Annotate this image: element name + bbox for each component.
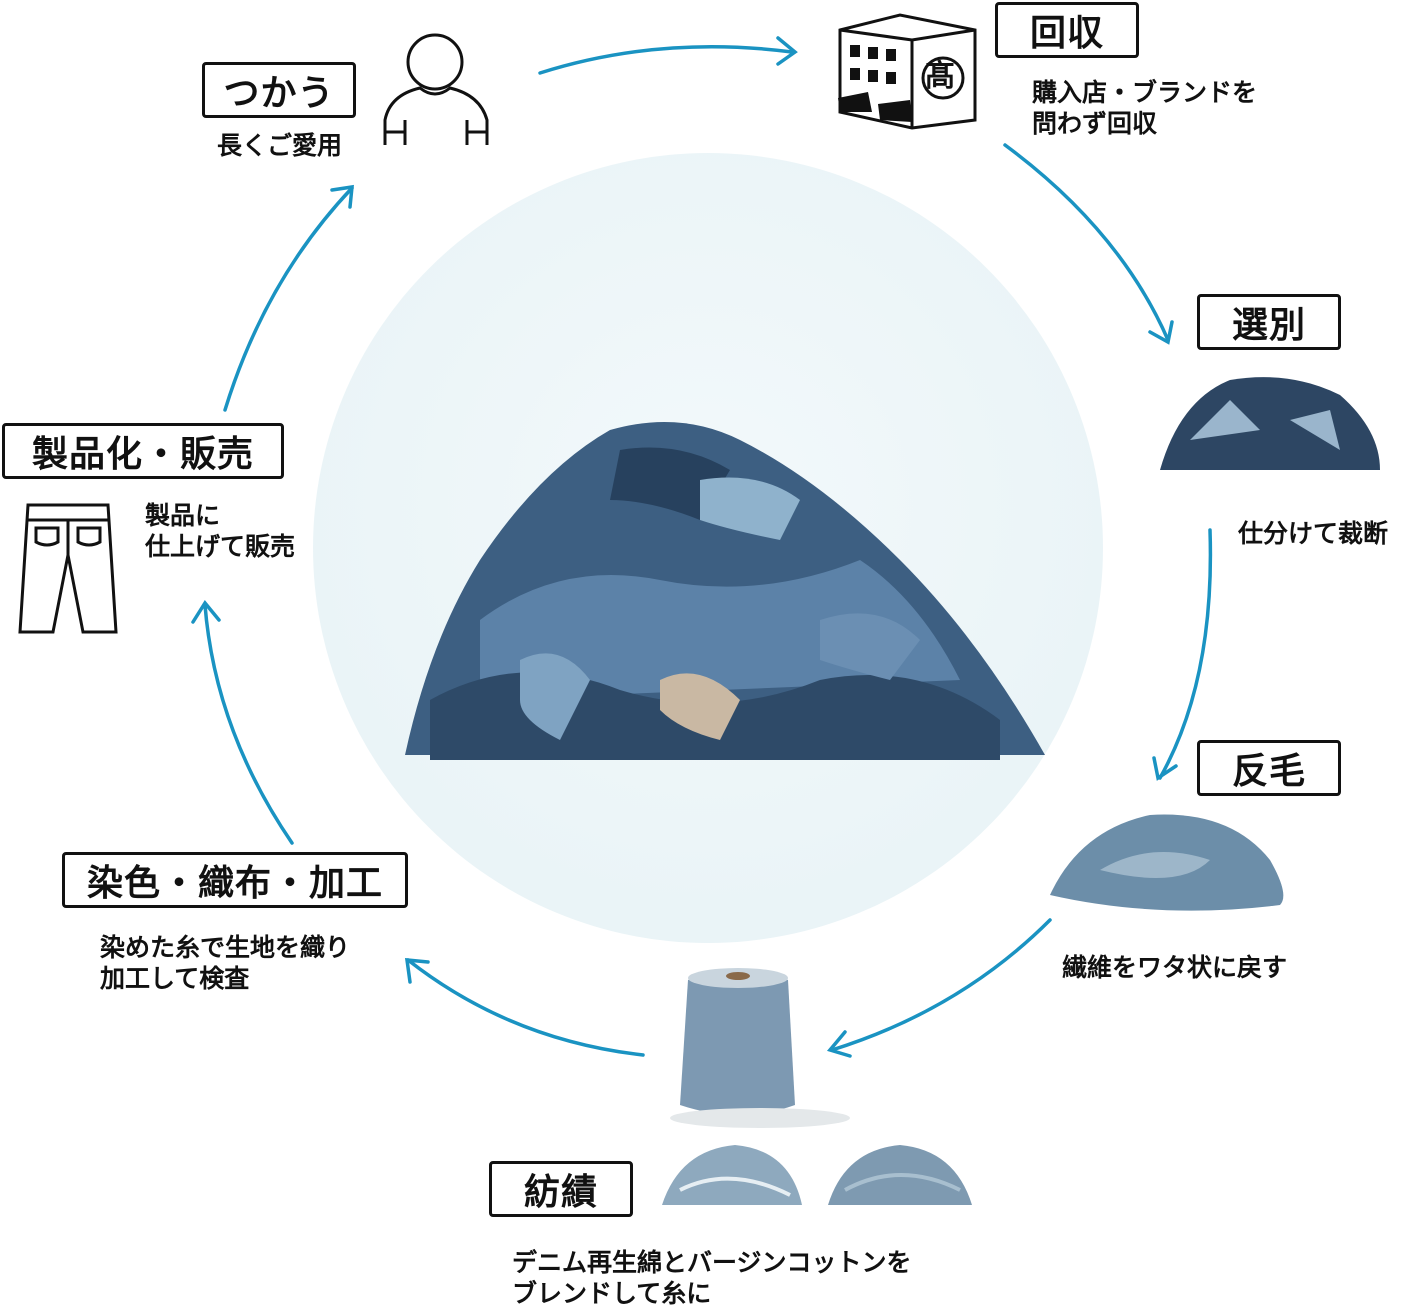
arrow-product-to-use xyxy=(223,186,354,412)
virgin-cotton-image xyxy=(828,1145,972,1205)
step-desc-spin: デニム再生綿とバージンコットンを ブレンドして糸に xyxy=(512,1248,912,1308)
store-building-icon xyxy=(838,13,977,130)
step-title-sort: 選別 xyxy=(1197,294,1341,350)
step-desc-use: 長くご愛用 xyxy=(217,131,343,160)
arrow-use-to-collect xyxy=(538,45,794,75)
arrow-dye-to-product xyxy=(203,603,294,845)
arrow-collect-to-sort xyxy=(1003,143,1170,342)
step-desc-reclaim: 繊維をワタ状に戻す xyxy=(1062,953,1288,982)
yarn-cone-image xyxy=(670,968,850,1128)
step-title-use: つかう xyxy=(202,62,356,118)
arrow-sort-to-reclaim xyxy=(1158,528,1213,780)
step-desc-collect: 購入店・ブランドを 問わず回収 xyxy=(1032,78,1258,138)
step-desc-dye-weave: 染めた糸で生地を織り 加工して検査 xyxy=(100,933,351,993)
person-icon xyxy=(383,33,489,145)
cut-denim-scraps-image xyxy=(1160,377,1380,470)
step-title-spin: 紡績 xyxy=(489,1161,633,1217)
arrow-spin-to-dye xyxy=(406,958,645,1057)
jeans-icon xyxy=(18,503,118,634)
step-title-dye-weave: 染色・織布・加工 xyxy=(62,852,408,908)
step-title-collect: 回収 xyxy=(995,2,1139,58)
arrow-reclaim-to-spin xyxy=(830,918,1052,1052)
cotton-fiber-image xyxy=(1050,814,1284,911)
step-title-reclaim: 反毛 xyxy=(1197,740,1341,796)
denim-pile-image xyxy=(405,422,1045,760)
step-title-product-sale: 製品化・販売 xyxy=(2,423,284,479)
denim-reclaimed-cotton-image xyxy=(662,1145,802,1205)
step-desc-product-sale: 製品に 仕上げて販売 xyxy=(145,501,296,561)
store-sign-text: 髙 xyxy=(925,59,955,94)
step-desc-sort: 仕分けて裁断 xyxy=(1238,519,1389,548)
